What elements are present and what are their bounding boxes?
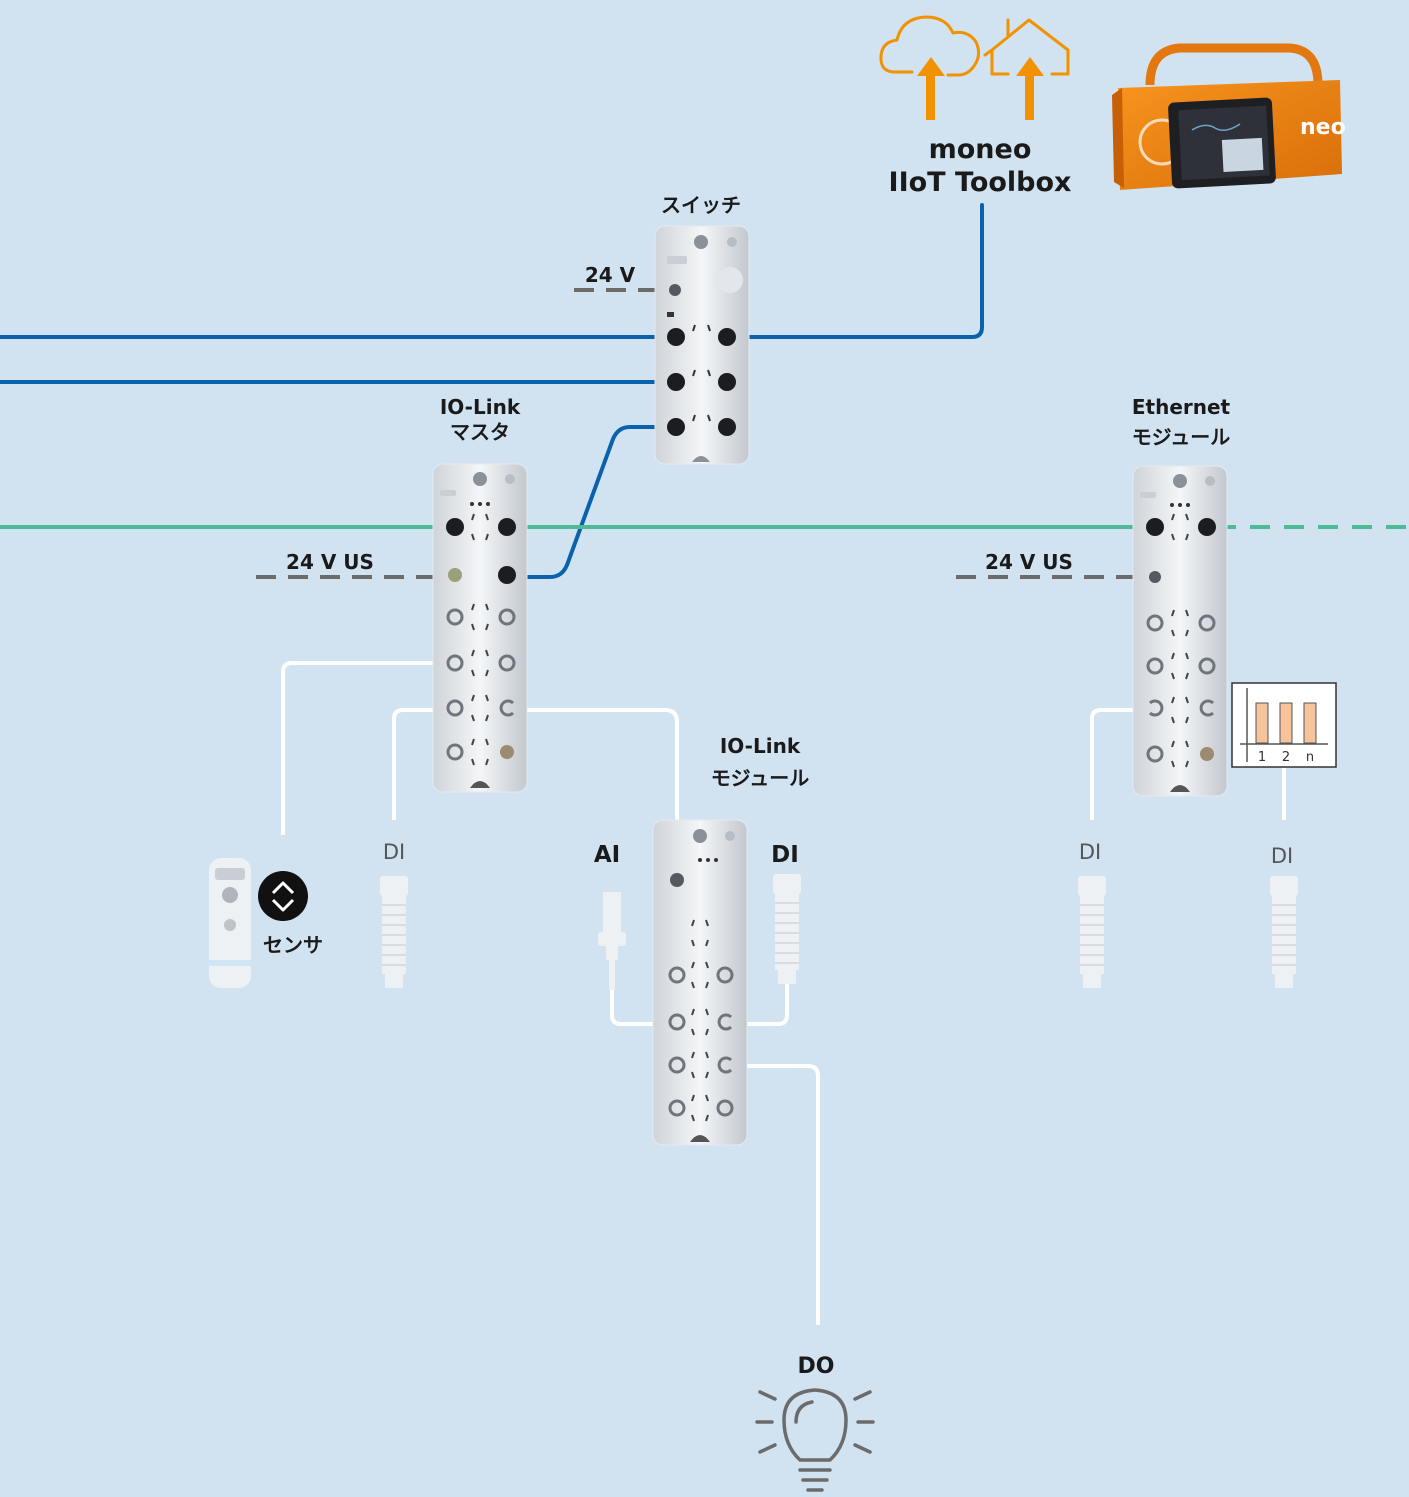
iolink-module-device	[652, 819, 748, 1146]
do-label: DO	[798, 1354, 835, 1379]
switch-power-label: 24 V	[585, 263, 636, 287]
ethernet-label-line2: モジュール	[1132, 425, 1231, 449]
cloud-upload-icon	[879, 15, 981, 77]
sensor-icon	[209, 858, 251, 988]
signal-cables	[281, 661, 1286, 1325]
bar-label-n: n	[1306, 750, 1314, 765]
house-arrow	[1016, 57, 1044, 120]
sensor-label: センサ	[263, 933, 323, 957]
toolbox-title-line1: moneo	[929, 134, 1032, 165]
bar-label-2: 2	[1282, 750, 1290, 765]
cloud-arrow	[917, 57, 945, 120]
di-eth-label-1: DI	[1079, 840, 1101, 864]
iolink-module-label-line1: IO-Link	[720, 734, 801, 758]
bar-chart-icon: 1 2 n	[1231, 682, 1337, 768]
toolbox-title-line2: IIoT Toolbox	[889, 167, 1072, 198]
ethernet-cables	[0, 203, 984, 579]
analog-probe-icon	[598, 892, 626, 990]
house-upload-icon	[983, 18, 1070, 76]
master-power-label: 24 V US	[286, 550, 374, 574]
di-module-label: DI	[771, 842, 799, 868]
switch-device	[654, 225, 750, 465]
di-eth-label-2: DI	[1271, 844, 1293, 868]
connector-icon	[773, 874, 801, 984]
lamp-icon	[755, 1388, 875, 1492]
connector-icon	[1270, 876, 1298, 988]
toolbox-image: neo	[1112, 43, 1346, 190]
ethernet-power-label: 24 V US	[985, 550, 1073, 574]
ethernet-module-device	[1132, 465, 1228, 797]
bar-label-1: 1	[1258, 750, 1266, 765]
master-label-line2: マスタ	[450, 420, 510, 444]
connector-icon	[1078, 876, 1106, 988]
iolink-module-label-line2: モジュール	[711, 766, 810, 790]
power-cables	[256, 288, 1150, 579]
ai-label: AI	[594, 842, 620, 868]
toolbox-brand-text: neo	[1300, 115, 1346, 140]
connector-icon	[380, 876, 408, 988]
ethernet-label-line1: Ethernet	[1132, 395, 1231, 419]
iolink-master-device	[432, 463, 528, 793]
io-link-symbol-icon	[258, 871, 308, 921]
master-label-line1: IO-Link	[440, 395, 521, 419]
switch-label: スイッチ	[661, 193, 741, 217]
di-master-label: DI	[383, 840, 405, 864]
